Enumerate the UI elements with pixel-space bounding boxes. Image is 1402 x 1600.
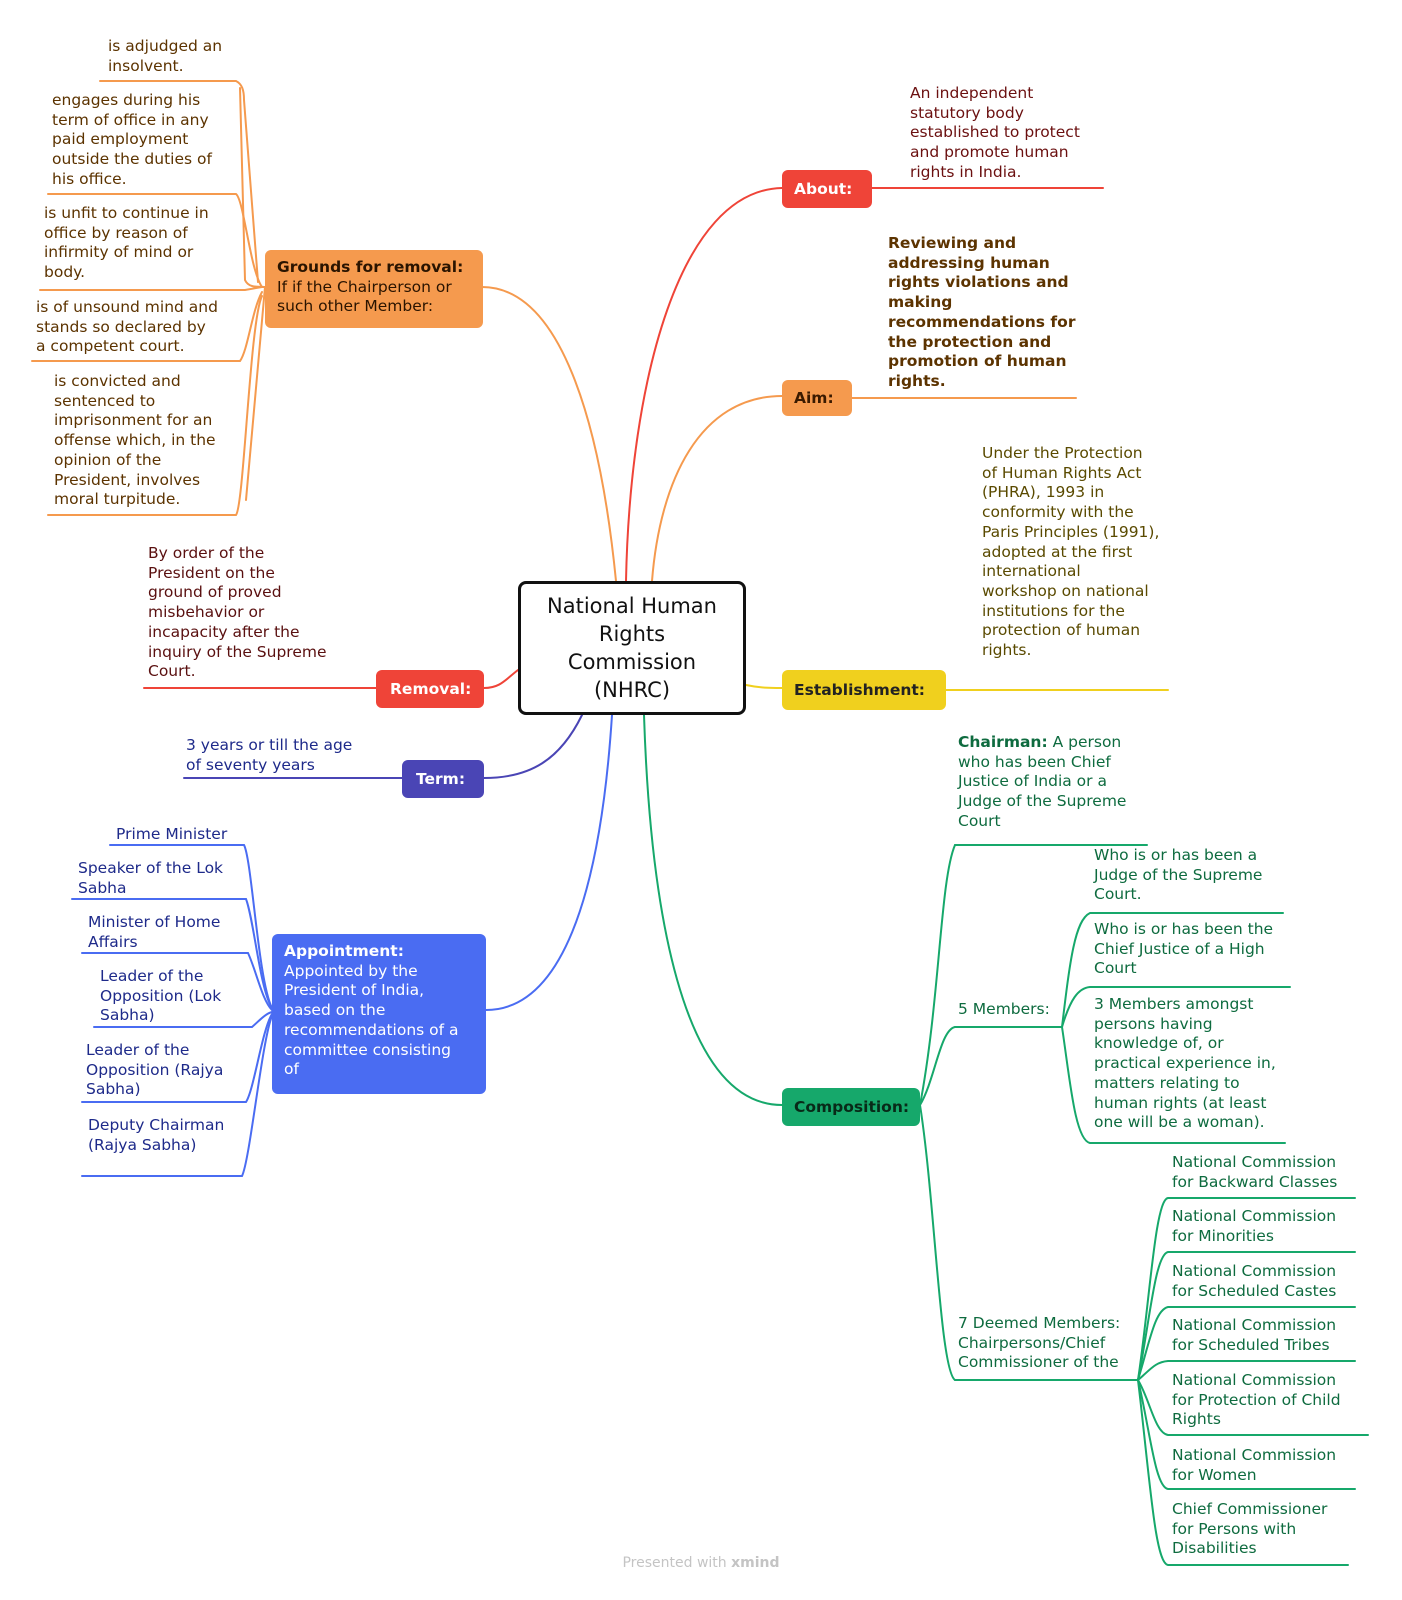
aim-text: Reviewing and addressing human rights vi… <box>888 234 1076 390</box>
appointment-item: Speaker of the Lok Sabha <box>78 859 224 897</box>
appointment-label-bold: Appointment: <box>284 942 404 960</box>
branch-about-label[interactable]: About: <box>782 170 872 208</box>
connector-appointment <box>485 714 613 1011</box>
grounds-item: engages during his term of office in any… <box>52 91 212 188</box>
appointment-item: Leader of the Opposition (Lok Sabha) <box>100 967 222 1025</box>
underline-deemed-7 <box>1137 1379 1349 1566</box>
composition-members-label: 5 Members: <box>958 1000 1050 1018</box>
appointment-item: Deputy Chairman (Rajya Sabha) <box>88 1116 225 1154</box>
underline-grounds-4 <box>31 291 263 362</box>
appointment-item: Minister of Home Affairs <box>88 913 221 951</box>
removal-text: By order of the President on the ground … <box>148 544 327 681</box>
composition-deemed-label: 7 Deemed Members: Chairpersons/Chief Com… <box>958 1314 1121 1372</box>
underline-appointment-5 <box>81 1013 273 1103</box>
grounds-item: is adjudged an insolvent. <box>108 37 223 75</box>
connector-composition <box>643 714 783 1106</box>
chairman-text: A person who has been Chief Justice of I… <box>958 733 1127 830</box>
composition-member-item: Who is or has been the Chief Justice of … <box>1094 920 1274 978</box>
underline-deemed-1 <box>1137 1197 1356 1381</box>
footer-brand: xmind <box>731 1555 780 1571</box>
underline-appointment-4 <box>93 1011 273 1028</box>
composition-deemed-item: National Commission for Protection of Ch… <box>1172 1371 1341 1429</box>
underline-appointment-3 <box>81 952 273 1011</box>
composition-member-item: 3 Members amongst persons having knowled… <box>1094 995 1276 1132</box>
connector-grounds <box>481 286 617 582</box>
composition-deemed-item: National Commission for Scheduled Tribes <box>1172 1316 1337 1354</box>
composition-deemed-item: National Commission for Minorities <box>1172 1207 1337 1245</box>
grounds-item: is convicted and sentenced to imprisonme… <box>54 372 216 509</box>
footer-prefix: Presented with <box>622 1555 732 1571</box>
underline-appointment-1 <box>109 844 273 1009</box>
connector-establishment <box>745 684 783 689</box>
composition-deemed-item: Chief Commissioner for Persons with Disa… <box>1172 1500 1328 1558</box>
underline-grounds-2 <box>47 193 263 288</box>
footer-credit: Presented with xmind <box>0 1555 1402 1571</box>
underline-grounds-3 <box>39 286 263 291</box>
underline-deemed-5 <box>1137 1379 1369 1436</box>
connector-composition-members <box>919 1026 956 1106</box>
underline-deemed-3 <box>1137 1306 1356 1381</box>
underline-member-2 <box>1061 986 1291 1028</box>
underline-deemed-4 <box>1137 1360 1356 1381</box>
connector-composition-chairman <box>919 844 956 1106</box>
composition-deemed-item: National Commission for Scheduled Castes <box>1172 1262 1337 1300</box>
appointment-item: Leader of the Opposition (Rajya Sabha) <box>86 1041 224 1099</box>
branch-establishment-label[interactable]: Establishment: <box>782 670 946 710</box>
underline-grounds-5 <box>47 295 263 516</box>
appointment-item: Prime Minister <box>116 825 228 843</box>
underline-appointment-2 <box>71 898 273 1009</box>
about-text: An independent statutory body establishe… <box>910 84 1080 181</box>
term-text: 3 years or till the age of seventy years <box>186 736 353 774</box>
underline-deemed-2 <box>1137 1251 1356 1381</box>
branch-composition-label[interactable]: Composition: <box>782 1088 920 1126</box>
branch-removal-label[interactable]: Removal: <box>376 670 484 708</box>
branch-term-label[interactable]: Term: <box>402 760 484 798</box>
underline-deemed-6 <box>1137 1379 1356 1490</box>
underline-appointment-6 <box>81 1015 273 1177</box>
grounds-item: is unfit to continue in office by reason… <box>44 204 209 282</box>
connector-term <box>483 714 583 779</box>
underline-member-3 <box>1061 1026 1286 1144</box>
grounds-label-text: If if the Chairperson or such other Memb… <box>277 277 452 316</box>
underline-member-1 <box>1061 912 1284 1028</box>
connector-removal <box>483 669 519 689</box>
chairman-bold: Chairman: <box>958 733 1048 751</box>
composition-member-item: Who is or has been a Judge of the Suprem… <box>1094 846 1263 904</box>
composition-chairman-text: Chairman: A person who has been Chief Ju… <box>958 733 1126 832</box>
connector-about <box>625 187 783 582</box>
composition-deemed-item: National Commission for Backward Classes <box>1172 1153 1338 1191</box>
underline-grounds-1 <box>99 80 259 283</box>
connector-aim <box>651 395 783 582</box>
composition-deemed-item: National Commission for Women <box>1172 1446 1337 1484</box>
branch-appointment-label[interactable]: Appointment: Appointed by the President … <box>272 934 486 1094</box>
grounds-label-bold: Grounds for removal: <box>277 258 464 276</box>
appointment-label-text: Appointed by the President of India, bas… <box>284 961 459 1079</box>
connector-composition-deemed <box>919 1104 956 1381</box>
branch-aim-label[interactable]: Aim: <box>782 380 852 416</box>
central-topic[interactable]: National Human Rights Commission (NHRC) <box>518 581 746 715</box>
grounds-item: is of unsound mind and stands so declare… <box>36 298 218 356</box>
branch-grounds-label[interactable]: Grounds for removal: If if the Chairpers… <box>265 250 483 328</box>
establishment-text: Under the Protection of Human Rights Act… <box>982 444 1160 660</box>
